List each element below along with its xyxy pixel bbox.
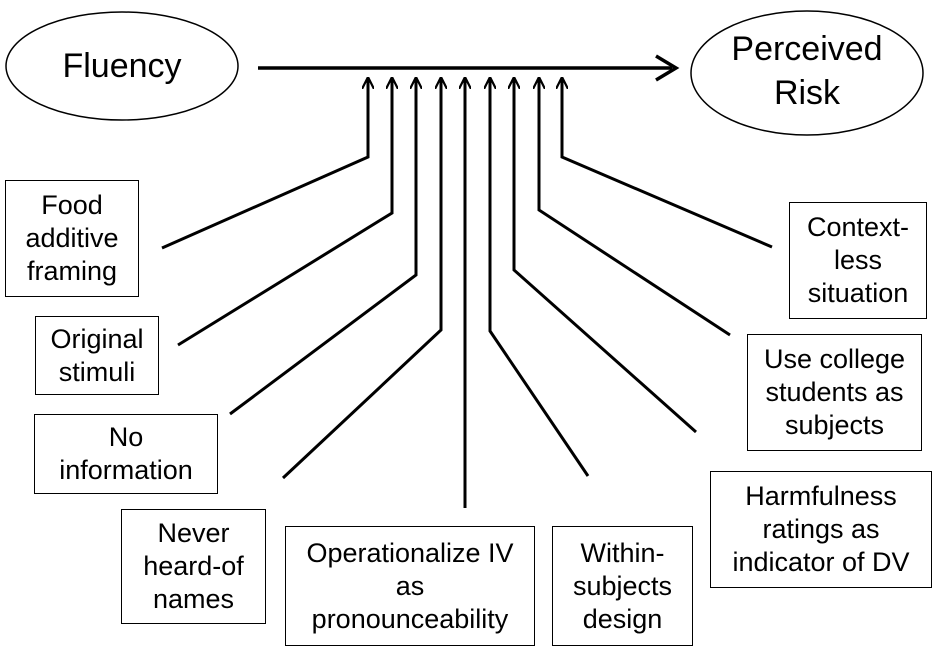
- moderator-original-stimuli: Original stimuli: [35, 316, 159, 395]
- box-line: information: [59, 455, 193, 485]
- box-line: No: [108, 422, 144, 452]
- box-line: as: [395, 570, 425, 601]
- connector-no-information: [229, 78, 416, 416]
- box-line: additive: [25, 223, 119, 253]
- moderator-operationalize-iv: Operationalize IV as pronounceability: [285, 526, 535, 646]
- perceived-risk-label: Perceived Risk: [691, 27, 923, 115]
- moderator-contextless-situation: Context- less situation: [789, 202, 927, 319]
- box-line: Original: [50, 323, 144, 354]
- main-arrow: [258, 54, 680, 82]
- box-line: Context-: [806, 212, 910, 242]
- box-line: subjects: [572, 570, 673, 601]
- moderator-college-students: Use college students as subjects: [747, 334, 922, 451]
- moderator-harmfulness-ratings: Harmfulness ratings as indicator of DV: [710, 471, 932, 588]
- box-line: situation: [807, 278, 909, 308]
- box-line: subjects: [784, 410, 885, 440]
- moderator-never-heard-of-names: Never heard-of names: [121, 509, 266, 624]
- box-line: Operationalize IV: [306, 537, 514, 568]
- box-line: Never: [157, 518, 230, 548]
- box-line: Use college: [763, 344, 906, 374]
- box-line: heard-of: [143, 551, 244, 581]
- connector-college-students: [539, 78, 731, 337]
- connector-contextless: [562, 78, 773, 249]
- fluency-node: [5, 11, 239, 121]
- perceived-risk-line-2: Risk: [773, 74, 841, 112]
- box-line: framing: [26, 256, 117, 286]
- box-line: Food: [41, 190, 103, 220]
- box-line: ratings as: [762, 514, 880, 544]
- box-line: design: [582, 603, 663, 634]
- connector-within-subjects: [490, 78, 590, 477]
- perceived-risk-line-1: Perceived: [731, 30, 883, 68]
- connector-harmfulness: [514, 78, 697, 434]
- connector-never-heard: [281, 78, 441, 480]
- moderator-connectors: [161, 78, 773, 508]
- box-line: indicator of DV: [732, 547, 910, 577]
- perceived-risk-node: [690, 10, 924, 136]
- box-line: names: [152, 584, 235, 614]
- box-line: Harmfulness: [745, 481, 897, 511]
- box-line: pronounceability: [311, 603, 509, 634]
- connector-original-stimuli: [177, 78, 392, 347]
- moderator-within-subjects-design: Within- subjects design: [552, 526, 693, 646]
- moderator-food-additive-framing: Food additive framing: [5, 180, 139, 297]
- moderator-no-information: No information: [34, 414, 218, 494]
- connector-food-additive: [161, 78, 368, 250]
- box-line: less: [833, 245, 882, 275]
- box-line: Within-: [580, 537, 665, 568]
- fluency-label: Fluency: [62, 47, 182, 85]
- box-line: stimuli: [58, 356, 136, 387]
- box-line: students as: [765, 377, 904, 407]
